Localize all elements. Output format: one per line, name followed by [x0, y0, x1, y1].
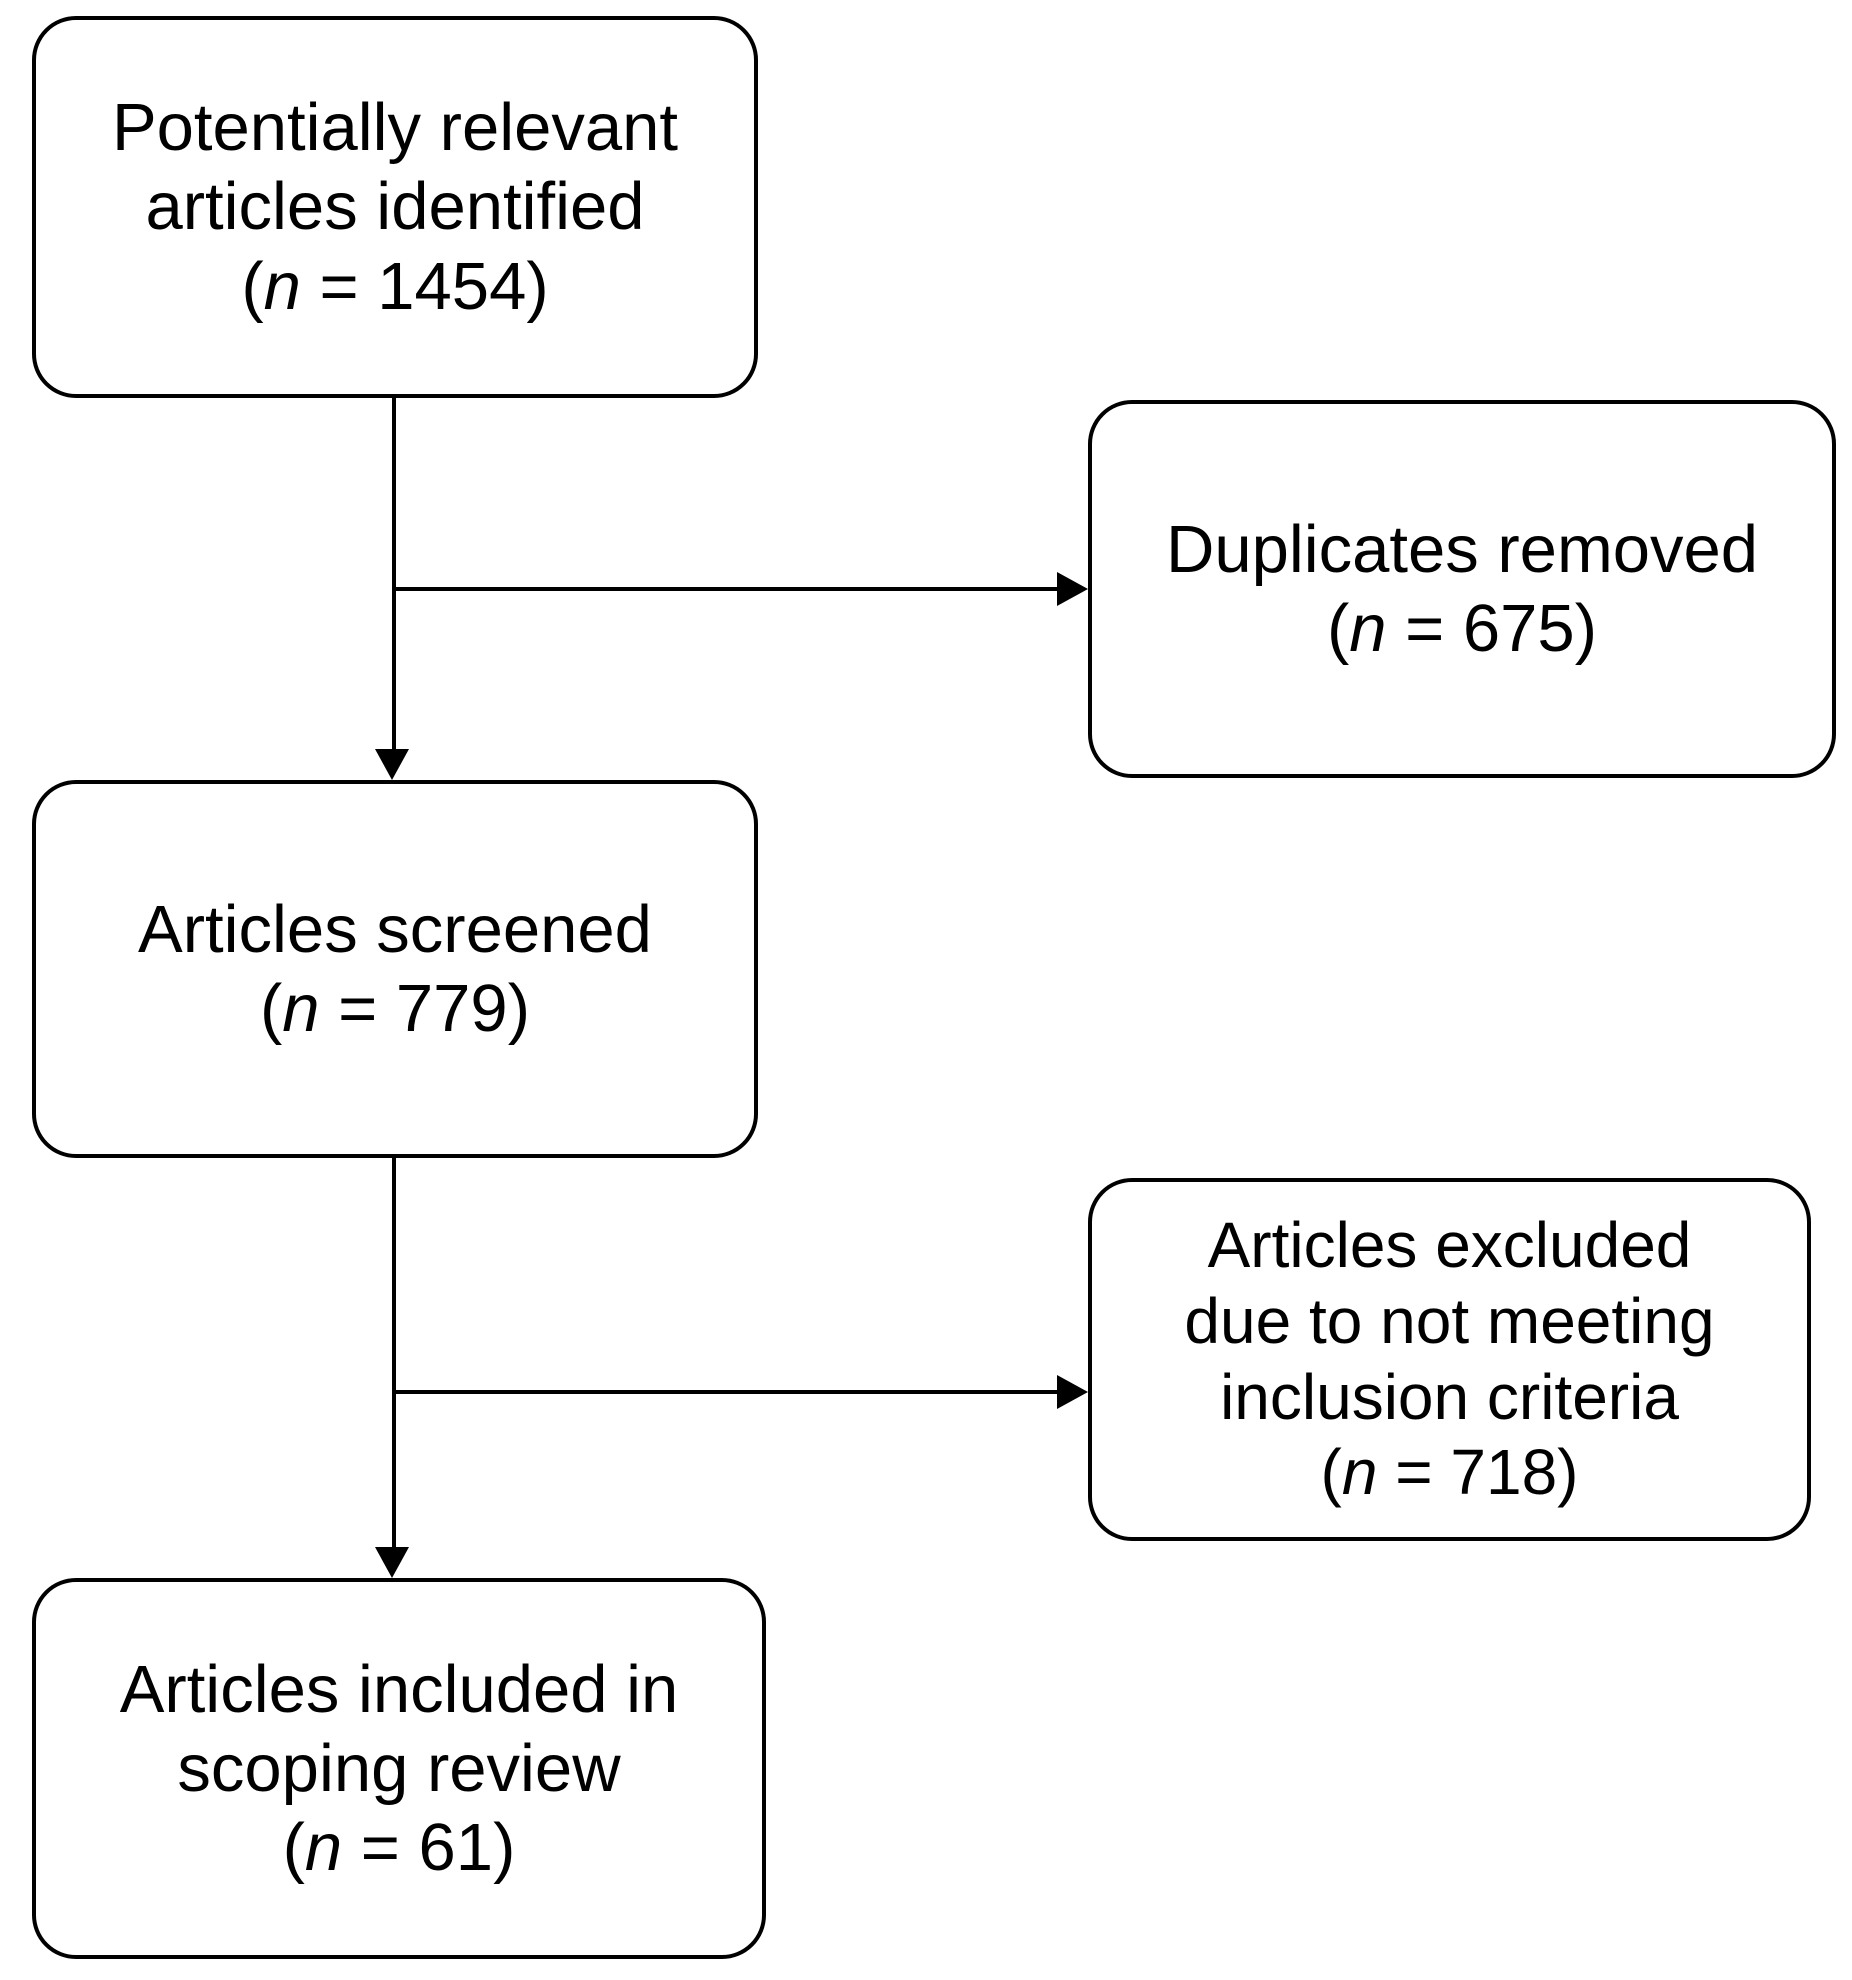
connector-screened-to-excluded-line	[394, 1390, 1057, 1394]
flow-box-duplicates-removed: Duplicates removed (n = 675)	[1088, 400, 1836, 778]
paren-close: )	[1574, 591, 1598, 666]
arrow-down-icon-screened-to-included	[375, 1547, 409, 1578]
n-symbol: n	[263, 248, 301, 324]
n-symbol: n	[304, 1810, 343, 1886]
count-value: 675	[1462, 591, 1575, 666]
paren-open: (	[282, 1810, 305, 1886]
paren-close: )	[507, 971, 531, 1046]
paren-open: (	[259, 971, 283, 1046]
equals-sign: =	[319, 971, 396, 1046]
flow-box-excluded-line-2: due to not meeting	[1184, 1284, 1715, 1357]
connector-screened-to-included-line	[392, 1157, 396, 1549]
flow-box-excluded-line-1: Articles excluded	[1207, 1209, 1692, 1282]
flow-box-screened-line-1: Articles screened	[138, 891, 652, 967]
flow-box-duplicates-line-1: Duplicates removed	[1165, 511, 1759, 587]
paren-close: )	[1557, 1436, 1579, 1509]
flow-box-included-count: (n = 61)	[283, 1808, 516, 1887]
paren-open: (	[1326, 591, 1350, 666]
flow-box-excluded-line-3: inclusion criteria	[1220, 1360, 1679, 1433]
arrow-right-icon-screened-to-excluded	[1057, 1375, 1088, 1409]
paren-open: (	[241, 248, 264, 324]
arrow-right-icon-identified-to-duplicates	[1057, 572, 1088, 606]
equals-sign: =	[1377, 1436, 1451, 1509]
equals-sign: =	[1386, 591, 1463, 666]
count-value: 779	[395, 971, 508, 1046]
connector-identified-to-screened-line	[392, 397, 396, 753]
paren-open: (	[1320, 1436, 1342, 1509]
flow-box-articles-screened: Articles screened (n = 779)	[32, 780, 758, 1158]
arrow-down-icon-identified-to-screened	[375, 749, 409, 780]
flow-box-identified-line-1: Potentially relevant	[111, 90, 679, 166]
count-value: 1454	[377, 248, 527, 324]
flow-box-duplicates-count: (n = 675)	[1327, 589, 1597, 668]
paren-close: )	[526, 248, 549, 324]
flow-box-excluded-count: (n = 718)	[1321, 1435, 1579, 1511]
flow-box-included-line-1: Articles included in	[119, 1651, 679, 1727]
connector-identified-to-duplicates-line	[394, 587, 1057, 591]
flow-box-identified-line-2: articles identified	[145, 169, 645, 245]
n-symbol: n	[1341, 1436, 1378, 1509]
flow-box-identified-count: (n = 1454)	[241, 247, 548, 326]
flow-box-identified: Potentially relevant articles identified…	[32, 16, 758, 398]
n-symbol: n	[1349, 591, 1387, 666]
flow-box-articles-included: Articles included in scoping review (n =…	[32, 1578, 766, 1959]
flow-box-screened-count: (n = 779)	[260, 969, 530, 1048]
flow-box-included-line-2: scoping review	[177, 1730, 621, 1806]
count-value: 718	[1450, 1436, 1558, 1509]
n-symbol: n	[282, 971, 320, 1046]
count-value: 61	[418, 1810, 494, 1886]
flow-box-articles-excluded: Articles excluded due to not meeting inc…	[1088, 1178, 1811, 1541]
equals-sign: =	[300, 248, 378, 324]
paren-close: )	[493, 1810, 516, 1886]
equals-sign: =	[342, 1810, 419, 1886]
